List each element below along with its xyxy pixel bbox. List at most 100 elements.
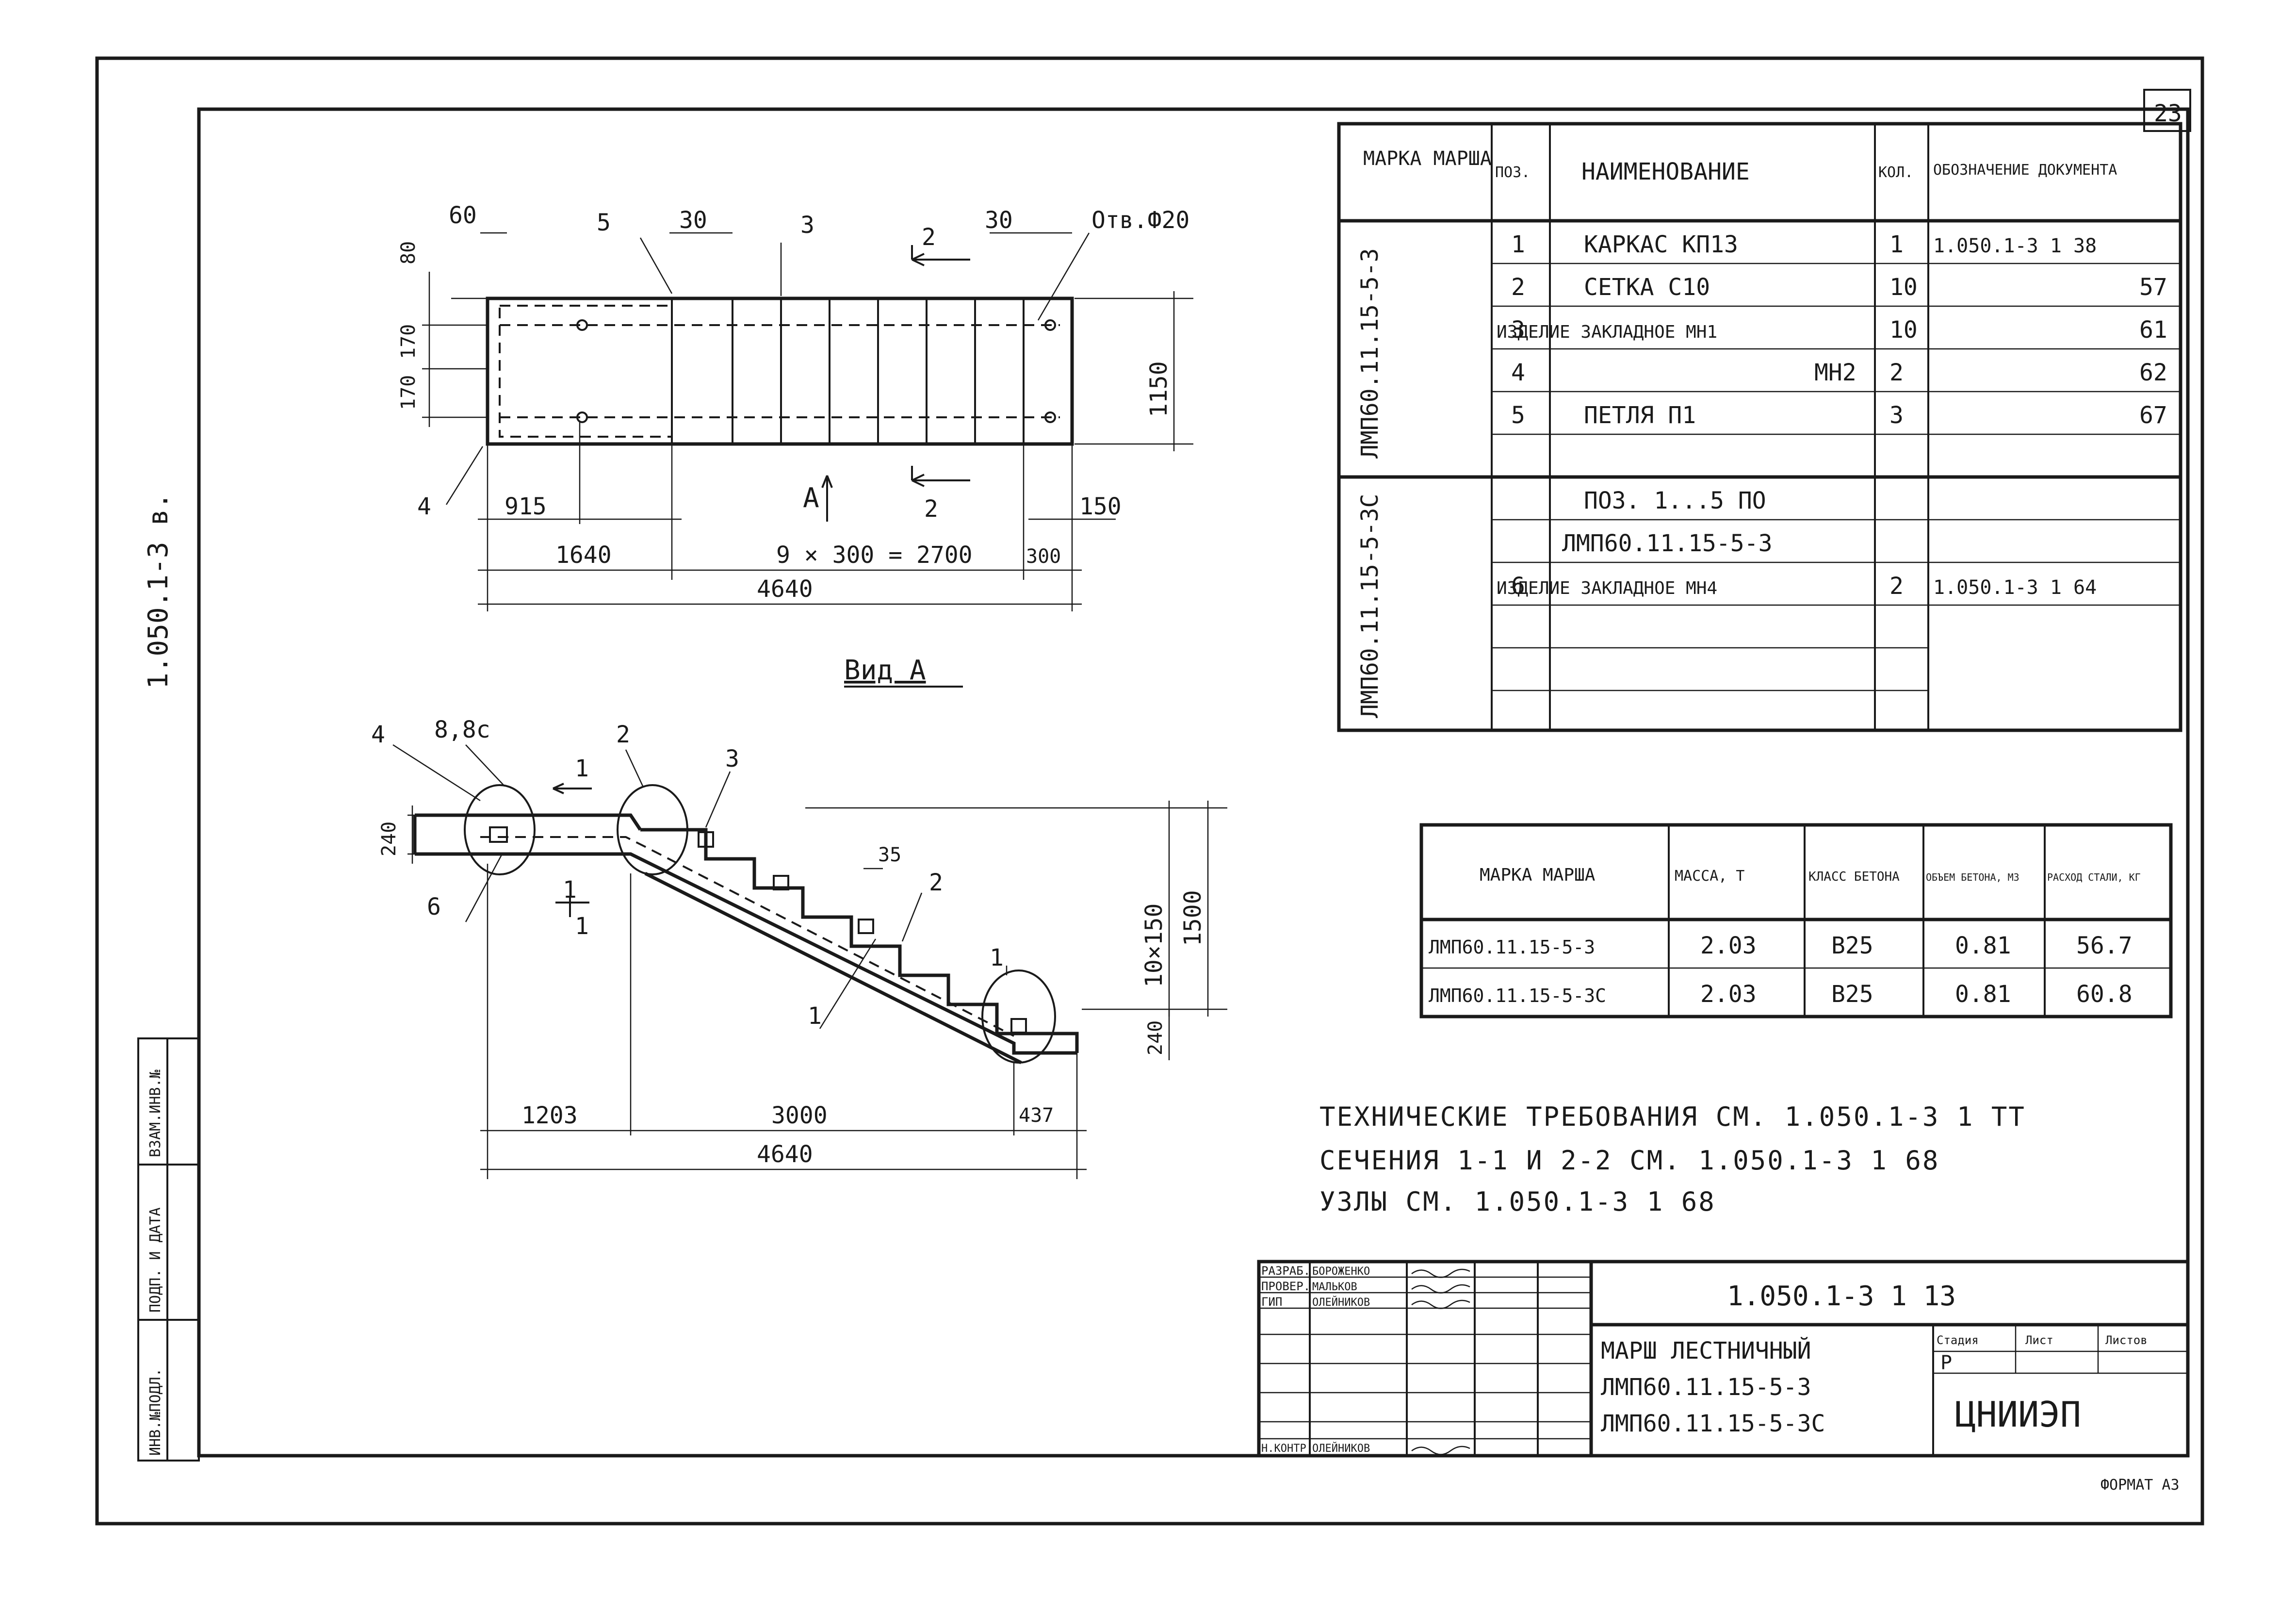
signature-icon	[1411, 1299, 1470, 1309]
dim-label: 1150	[1145, 361, 1172, 417]
plan-view: 60 5 30 3 2 30 Отв.Ф20 80 170 170 1150 4…	[397, 202, 1193, 688]
spec-row-qty: 10	[1889, 274, 1918, 301]
spec-row-qty: 3	[1889, 402, 1904, 429]
dim-label: 30	[679, 207, 707, 234]
tb-person: ОЛЕЙНИКОВ	[1312, 1296, 1370, 1309]
note-tech-req: ТЕХНИЧЕСКИЕ ТРЕБОВАНИЯ СМ. 1.050.1-3 1 Т…	[1319, 1101, 2026, 1132]
inner-frame	[197, 107, 2190, 1458]
section-label: 2	[922, 224, 936, 251]
spec-row-name: ИЗДЕЛИЕ ЗАКЛАДНОЕ МН1	[1497, 322, 1717, 342]
dim-label: 300	[1026, 545, 1061, 568]
tb-role: ГИП	[1261, 1295, 1282, 1309]
note-nodes: УЗЛЫ СМ. 1.050.1-3 1 68	[1319, 1186, 1716, 1217]
tb-stage-header: Стадия	[1937, 1333, 1979, 1347]
dim-label: 915	[505, 493, 547, 520]
callout-label: 3	[725, 745, 739, 772]
tb-name-line: ЛМП60.11.15-5-3	[1601, 1374, 1811, 1401]
spec-row-doc: 1.050.1-3 1 38	[1933, 235, 2097, 257]
spec-row-name: КАРКАС КП13	[1584, 231, 1738, 258]
mass-cell: 0.81	[1955, 981, 2011, 1008]
spec-header-name: НАИМЕНОВАНИЕ	[1581, 158, 1750, 185]
dim-label: 3000	[771, 1102, 828, 1129]
callout-label: 6	[427, 893, 441, 920]
dim-label: 240	[1144, 1020, 1167, 1055]
spec-group2-mark: ЛМП60.11.15-5-3С	[1356, 494, 1384, 718]
callout-label: 1	[990, 944, 1004, 971]
spec-row-qty: 2	[1889, 359, 1904, 386]
dim-label: 10×150	[1140, 904, 1168, 987]
spec-row-pos: 4	[1511, 359, 1525, 386]
spec-row-name: ИЗДЕЛИЕ ЗАКЛАДНОЕ МН4	[1497, 578, 1717, 598]
dim-label: 4640	[757, 1141, 813, 1168]
side-code: 1.050.1-3 в.	[143, 493, 174, 689]
callout-label: 4	[417, 493, 431, 520]
dim-label: 1500	[1179, 890, 1206, 946]
tb-role: Н.КОНТР.	[1261, 1443, 1313, 1455]
tb-person: БОРОЖЕНКО	[1312, 1265, 1370, 1278]
spec-row-pos: 5	[1511, 402, 1525, 429]
tb-person: МАЛЬКОВ	[1312, 1281, 1357, 1293]
mass-cell: В25	[1831, 981, 1873, 1008]
tb-stage-header: Лист	[2025, 1333, 2053, 1347]
view-marker: А	[803, 482, 819, 514]
dim-label: 35	[878, 844, 901, 866]
tb-role: ПРОВЕР.	[1261, 1280, 1310, 1293]
callout-label: 5	[597, 209, 611, 236]
spec-row-pos: 2	[1511, 274, 1525, 301]
mass-header-volume: ОБЪЕМ БЕТОНА, М3	[1926, 871, 2019, 883]
detail-label: 8,8с	[434, 716, 490, 743]
stamp-replace: ВЗАМ.ИНВ.№	[147, 1069, 164, 1157]
tb-stage: Р	[1940, 1352, 1952, 1374]
mass-cell: 56.7	[2076, 932, 2133, 959]
spec-row-doc: 57	[2139, 274, 2167, 301]
dim-label: 170	[397, 375, 420, 410]
spec-row-doc: 67	[2139, 402, 2167, 429]
mass-header-mass: МАССА, Т	[1675, 868, 1745, 885]
section-label: 1	[563, 876, 577, 904]
dim-label: 4640	[757, 575, 813, 603]
dim-label: 30	[985, 207, 1013, 234]
dim-label: 60	[449, 202, 477, 229]
dim-label: 170	[397, 324, 420, 359]
spec-row-pos: 6	[1511, 573, 1525, 600]
spec-header-doc: ОБОЗНАЧЕНИЕ ДОКУМЕНТА	[1933, 162, 2117, 179]
outer-frame	[95, 56, 2204, 1526]
side-view: 4 8,8с 1 2 3 240 6 1 1 35 2 1 1 10×150 1…	[371, 716, 1227, 1179]
spec-row-qty: 1	[1889, 231, 1904, 258]
spec-row-name: ПОЗ. 1...5 ПО	[1584, 487, 1766, 514]
spec-table: МАРКА МАРША ПОЗ. НАИМЕНОВАНИЕ КОЛ. ОБОЗН…	[1337, 122, 2182, 732]
callout-label: 1	[808, 1002, 822, 1030]
signature-icon	[1411, 1284, 1470, 1294]
section-label: 1	[575, 755, 589, 782]
mass-cell: 0.81	[1955, 932, 2011, 959]
tb-name-line: ЛМП60.11.15-5-3С	[1601, 1410, 1825, 1437]
signature-icon	[1411, 1268, 1470, 1278]
callout-label: 2	[929, 869, 943, 896]
section-label: 1	[575, 913, 589, 940]
spec-header-pos: ПОЗ.	[1495, 164, 1530, 181]
dim-label: 80	[397, 241, 420, 264]
dim-label: 9 × 300 = 2700	[776, 542, 973, 569]
mass-cell: В25	[1831, 932, 1873, 959]
mass-header-mark: МАРКА МАРША	[1480, 865, 1596, 885]
note-sections: СЕЧЕНИЯ 1-1 И 2-2 СМ. 1.050.1-3 1 68	[1319, 1145, 1939, 1176]
mass-table: МАРКА МАРША МАССА, Т КЛАСС БЕТОНА ОБЪЕМ …	[1419, 823, 2173, 1019]
section-label: 2	[924, 495, 938, 523]
callout-label: 3	[800, 212, 814, 239]
spec-row-qty: 10	[1889, 316, 1918, 344]
dim-label: 1203	[521, 1102, 578, 1129]
spec-row-qty: 2	[1889, 573, 1904, 600]
spec-group1-mark: ЛМП60.11.15-5-3	[1356, 248, 1384, 459]
spec-row-pos: 3	[1511, 316, 1525, 344]
tb-role: РАЗРАБ.	[1261, 1264, 1310, 1278]
spec-row-doc: 61	[2139, 316, 2167, 344]
side-stamp: ИНВ.№ПОДЛ. ПОДП. И ДАТА ВЗАМ.ИНВ.№	[137, 1037, 200, 1462]
tb-org: ЦНИИЭП	[1955, 1394, 2081, 1435]
dim-label: 150	[1079, 493, 1122, 520]
spec-row-name: ЛМП60.11.15-5-3	[1562, 530, 1772, 557]
view-caption: Вид А	[844, 655, 926, 686]
dim-label: 437	[1019, 1104, 1054, 1127]
spec-row-doc: 1.050.1-3 1 64	[1933, 576, 2097, 599]
